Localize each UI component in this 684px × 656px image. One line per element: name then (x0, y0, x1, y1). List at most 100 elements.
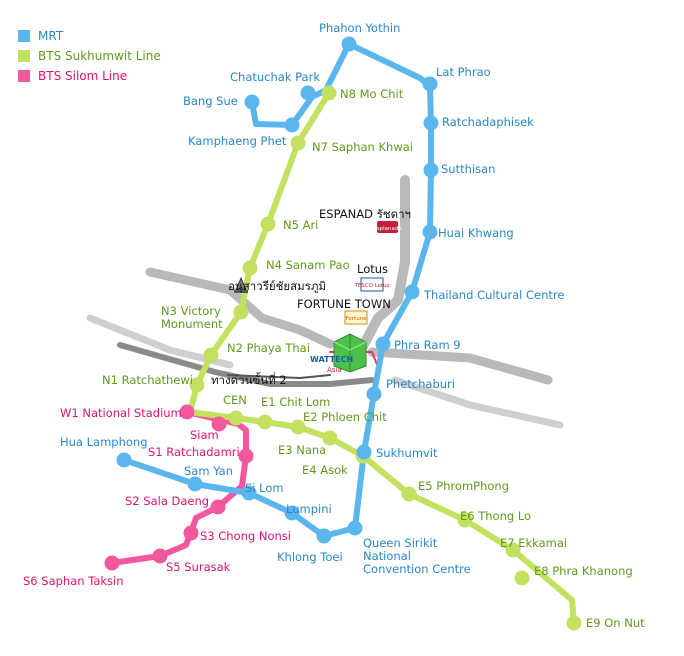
bts-sukhumvit-station-dot-cen[interactable] (228, 410, 244, 426)
mrt-station-dot-phetchaburi[interactable] (366, 386, 382, 402)
bts-sukhumvit-station-dot-e1[interactable] (257, 414, 273, 430)
mrt-station-label-phetchaburi[interactable]: Phetchaburi (386, 377, 455, 391)
mrt-station-label-lumpini[interactable]: Lumpini (286, 502, 332, 516)
mrt-station-label-lat-phrao[interactable]: Lat Phrao (436, 65, 491, 79)
mrt-station-dot-phra-ram-9[interactable] (375, 336, 391, 352)
bts-silom-station-label-s1[interactable]: S1 Ratchadamri (148, 445, 240, 459)
bts-sukhumvit-station-dot-e5[interactable] (401, 486, 417, 502)
mrt-station-dot-chatuchak-park[interactable] (300, 85, 316, 101)
fortune-town-logo: Fortune (344, 310, 368, 325)
bts-silom-station-label-siam[interactable]: Siam (190, 428, 219, 442)
road-southeast (391, 376, 564, 429)
bts-sukhumvit-station-label-n5[interactable]: N5 Ari (283, 218, 318, 232)
svg-text:Esplanade: Esplanade (373, 226, 402, 232)
bts-sukhumvit-station-dot-n1[interactable] (189, 377, 205, 393)
bts-silom-station-label-w1[interactable]: W1 National Stadium (60, 406, 182, 420)
bts-silom-station-dot-siam[interactable] (211, 416, 227, 432)
bts-sukhumvit-station-dot-n8[interactable] (321, 85, 337, 101)
wattech-building-icon (333, 333, 367, 373)
legend-item-sukhumvit: BTS Sukhumwit Line (18, 46, 161, 66)
mrt-station-dot-lumpini[interactable] (284, 505, 300, 521)
bts-sukhumvit-station-label-e9[interactable]: E9 On Nut (586, 616, 645, 630)
mrt-station-label-si-lom[interactable]: Si Lom (245, 481, 284, 495)
label-line: Convention Centre (363, 562, 471, 576)
bts-silom-station-label-s3[interactable]: S3 Chong Nonsi (200, 529, 291, 543)
bts-sukhumvit-station-dot-e9[interactable] (566, 615, 582, 631)
bts-silom-station-label-s5[interactable]: S5 Surasak (166, 560, 231, 574)
bts-sukhumvit-station-label-e4[interactable]: E4 Asok (302, 463, 348, 477)
bts-sukhumvit-station-label-e6[interactable]: E6 Thong Lo (460, 509, 531, 523)
mrt-station-label-bang-sue[interactable]: Bang Sue (183, 94, 238, 108)
mrt-station-label-sam-yan[interactable]: Sam Yan (184, 464, 233, 478)
mrt-station-label-chatuchak-park[interactable]: Chatuchak Park (230, 70, 320, 84)
mrt-station-dot-si-lom[interactable] (241, 485, 257, 501)
mrt-station-dot-queen-sirikit[interactable] (347, 520, 363, 536)
mrt-station-label-khlong-toei[interactable]: Khlong Toei (277, 550, 343, 564)
bts-silom-station-dot-s6[interactable] (104, 555, 120, 571)
mrt-station-dot-sukhumvit[interactable] (356, 444, 372, 460)
mrt-station-label-sukhumvit[interactable]: Sukhumvit (376, 446, 438, 460)
bts-silom-station-dot-s1[interactable] (238, 448, 254, 464)
bts-sukhumvit-station-label-n1[interactable]: N1 Ratchathewi (102, 373, 193, 387)
bts-sukhumvit-station-dot-e6[interactable] (457, 512, 473, 528)
bts-sukhumvit-station-dot-n4[interactable] (242, 260, 258, 276)
lotus-label: Lotus (357, 262, 388, 276)
mrt-station-label-phra-ram-9[interactable]: Phra Ram 9 (394, 338, 461, 352)
mrt-station-dot-huai-khwang[interactable] (422, 224, 438, 240)
mrt-station-dot-lat-phrao[interactable] (422, 76, 438, 92)
mrt-station-label-phahon-yothin[interactable]: Phahon Yothin (319, 21, 400, 35)
bts-sukhumvit-station-label-e5[interactable]: E5 PhromPhong (418, 479, 509, 493)
mrt-station-label-ratchadaphisek[interactable]: Ratchadaphisek (442, 115, 534, 129)
bts-sukhumvit-station-label-n2[interactable]: N2 Phaya Thai (227, 341, 310, 355)
mrt-station-dot-phahon-yothin[interactable] (341, 36, 357, 52)
mrt-station-dot-kamphaeng-phet[interactable] (284, 117, 300, 133)
bts-sukhumvit-station-label-e2[interactable]: E2 Phloen Chit (303, 410, 387, 424)
bts-silom-station-label-s6[interactable]: S6 Saphan Taksin (23, 574, 124, 588)
bts-sukhumvit-station-dot-n7[interactable] (290, 135, 306, 151)
bts-silom-station-label-s2[interactable]: S2 Sala Daeng (125, 494, 209, 508)
mrt-station-dot-bang-sue[interactable] (244, 94, 260, 110)
mrt-station-label-hua-lamphong[interactable]: Hua Lamphong (60, 435, 148, 449)
mrt-station-dot-sutthisan[interactable] (423, 162, 439, 178)
mrt-station-dot-sam-yan[interactable] (187, 476, 203, 492)
bts-sukhumvit-station-label-e8[interactable]: E8 Phra Khanong (534, 564, 633, 578)
sukhumvit-line-path (187, 90, 577, 626)
bts-sukhumvit-station-label-n7[interactable]: N7 Saphan Khwai (312, 140, 413, 154)
road-expressway (117, 342, 375, 387)
mrt-station-label-huai-khwang[interactable]: Huai Khwang (438, 226, 514, 240)
mrt-station-dot-khlong-toei[interactable] (316, 528, 332, 544)
svg-text:Fortune: Fortune (345, 316, 367, 322)
station-labels: N8 Mo Chit N7 Saphan Khwai N5 Ari N4 Sanam … (23, 21, 645, 630)
bts-silom-station-dot-s5[interactable] (152, 548, 168, 564)
road-expressway-inner (227, 374, 331, 379)
bts-silom-station-dot-w1[interactable] (179, 404, 195, 420)
bts-sukhumvit-station-dot-e7[interactable] (505, 542, 521, 558)
mrt-station-label-sutthisan[interactable]: Sutthisan (441, 162, 495, 176)
label-line: Queen Sirikit (363, 536, 438, 550)
bts-sukhumvit-station-label-e3[interactable]: E3 Nana (278, 443, 326, 457)
bts-silom-station-dot-s2[interactable] (210, 499, 226, 515)
mrt-station-dot-thailand-cultural-centre[interactable] (404, 284, 420, 300)
mrt-station-dot-ratchadaphisek[interactable] (423, 115, 439, 131)
mrt-station-dot-hua-lamphong[interactable] (116, 452, 132, 468)
bts-silom-station-dot-s3[interactable] (183, 525, 199, 541)
mrt-station-label-thailand-cultural-centre[interactable]: Thailand Cultural Centre (423, 288, 564, 302)
bts-sukhumvit-station-dot-n5[interactable] (260, 216, 276, 232)
bts-sukhumvit-station-label-n8[interactable]: N8 Mo Chit (340, 87, 404, 101)
tesco-lotus-logo: TESCO Lotus (353, 277, 390, 292)
bts-sukhumvit-station-label-n4[interactable]: N4 Sanam Pao (266, 258, 350, 272)
label-line: N3 Victory (161, 304, 221, 318)
mrt-station-label-kamphaeng-phet[interactable]: Kamphaeng Phet (188, 134, 287, 148)
bts-sukhumvit-station-label-cen[interactable]: CEN (223, 393, 247, 407)
bts-sukhumvit-station-label-e1[interactable]: E1 Chit Lom (261, 395, 330, 409)
bts-sukhumvit-station-label-e7[interactable]: E7 Ekkamai (500, 536, 567, 550)
bts-sukhumvit-station-dot-e2[interactable] (290, 419, 306, 435)
bts-sukhumvit-station-dot-e3[interactable] (322, 430, 338, 446)
bts-sukhumvit-station-dot-e8[interactable] (514, 570, 530, 586)
bts-sukhumvit-station-dot-n3[interactable] (233, 304, 249, 320)
espanad-label: ESPANAD รัชดาฯ (319, 207, 411, 221)
bts-sukhumvit-station-dot-n2[interactable] (203, 347, 219, 363)
